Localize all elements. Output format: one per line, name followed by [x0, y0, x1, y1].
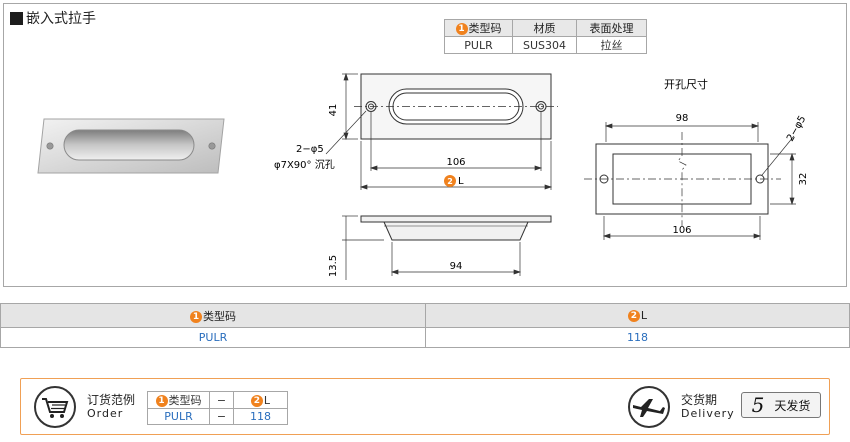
spec-header-finish: 表面处理 — [576, 19, 647, 37]
dim-L: L — [458, 176, 464, 187]
cart-icon — [34, 386, 76, 428]
dim-98: 98 — [676, 113, 689, 124]
delivery-unit: 天发货 — [774, 398, 811, 413]
data-table-row: PULR 118 — [0, 327, 850, 348]
dim-2phi5-cutout: 2−φ5 — [785, 114, 808, 143]
delivery-box: 5 天发货 — [741, 392, 821, 418]
data-cell-type: PULR — [0, 327, 426, 348]
dim-106-cutout: 106 — [672, 225, 691, 236]
dim-L-number: 2 — [447, 177, 453, 186]
section-title-text: 嵌入式拉手 — [26, 11, 96, 27]
number-badge-1: 1 — [155, 395, 168, 407]
dim-countersink: φ7X90° 沉孔 — [274, 158, 335, 171]
number-badge-2: 2 — [250, 394, 263, 407]
section-title: 嵌入式拉手 — [10, 8, 96, 28]
order-cell-sep: − — [209, 408, 234, 425]
order-cell-type: PULR — [147, 408, 210, 425]
spec-table-row: PULR SUS304 拉丝 — [444, 36, 647, 54]
order-table-row: PULR − 118 — [147, 408, 288, 425]
dim-41: 41 — [328, 104, 339, 117]
delivery-label: 交货期 Delivery — [681, 393, 735, 421]
order-label-cn: 订货范例 — [87, 393, 136, 407]
order-cell-L: 118 — [233, 408, 288, 425]
airplane-icon — [628, 386, 670, 428]
dim-106-top: 106 — [446, 157, 465, 168]
delivery-label-en: Delivery — [681, 407, 735, 420]
dim-32: 32 — [798, 173, 809, 186]
cutout-view — [584, 132, 781, 226]
technical-drawing: 41 2−φ5 φ7X90° 沉孔 106 2 L — [274, 72, 809, 280]
product-photo — [37, 118, 225, 174]
order-header-sep: − — [209, 391, 234, 409]
dim-94: 94 — [450, 261, 463, 272]
top-view — [354, 73, 558, 140]
order-label-en: Order — [87, 407, 124, 420]
cutout-title: 开孔尺寸 — [664, 77, 708, 91]
number-badge-1: 1 — [190, 310, 202, 323]
spec-cell-type: PULR — [444, 36, 513, 54]
delivery-label-cn: 交货期 — [681, 393, 718, 407]
delivery-days: 5 — [751, 393, 765, 417]
spec-header-material: 材质 — [512, 19, 577, 37]
spec-cell-finish: 拉丝 — [576, 36, 647, 54]
dim-2phi5-top: 2−φ5 — [296, 144, 324, 155]
dim-13-5: 13.5 — [328, 255, 339, 277]
side-view — [360, 215, 552, 241]
number-badge-1: 1 — [455, 23, 468, 35]
data-cell-L: 118 — [425, 327, 850, 348]
order-label: 订货范例 Order — [87, 393, 135, 421]
number-badge-2: 2 — [627, 310, 640, 322]
square-bullet-icon — [10, 11, 23, 25]
